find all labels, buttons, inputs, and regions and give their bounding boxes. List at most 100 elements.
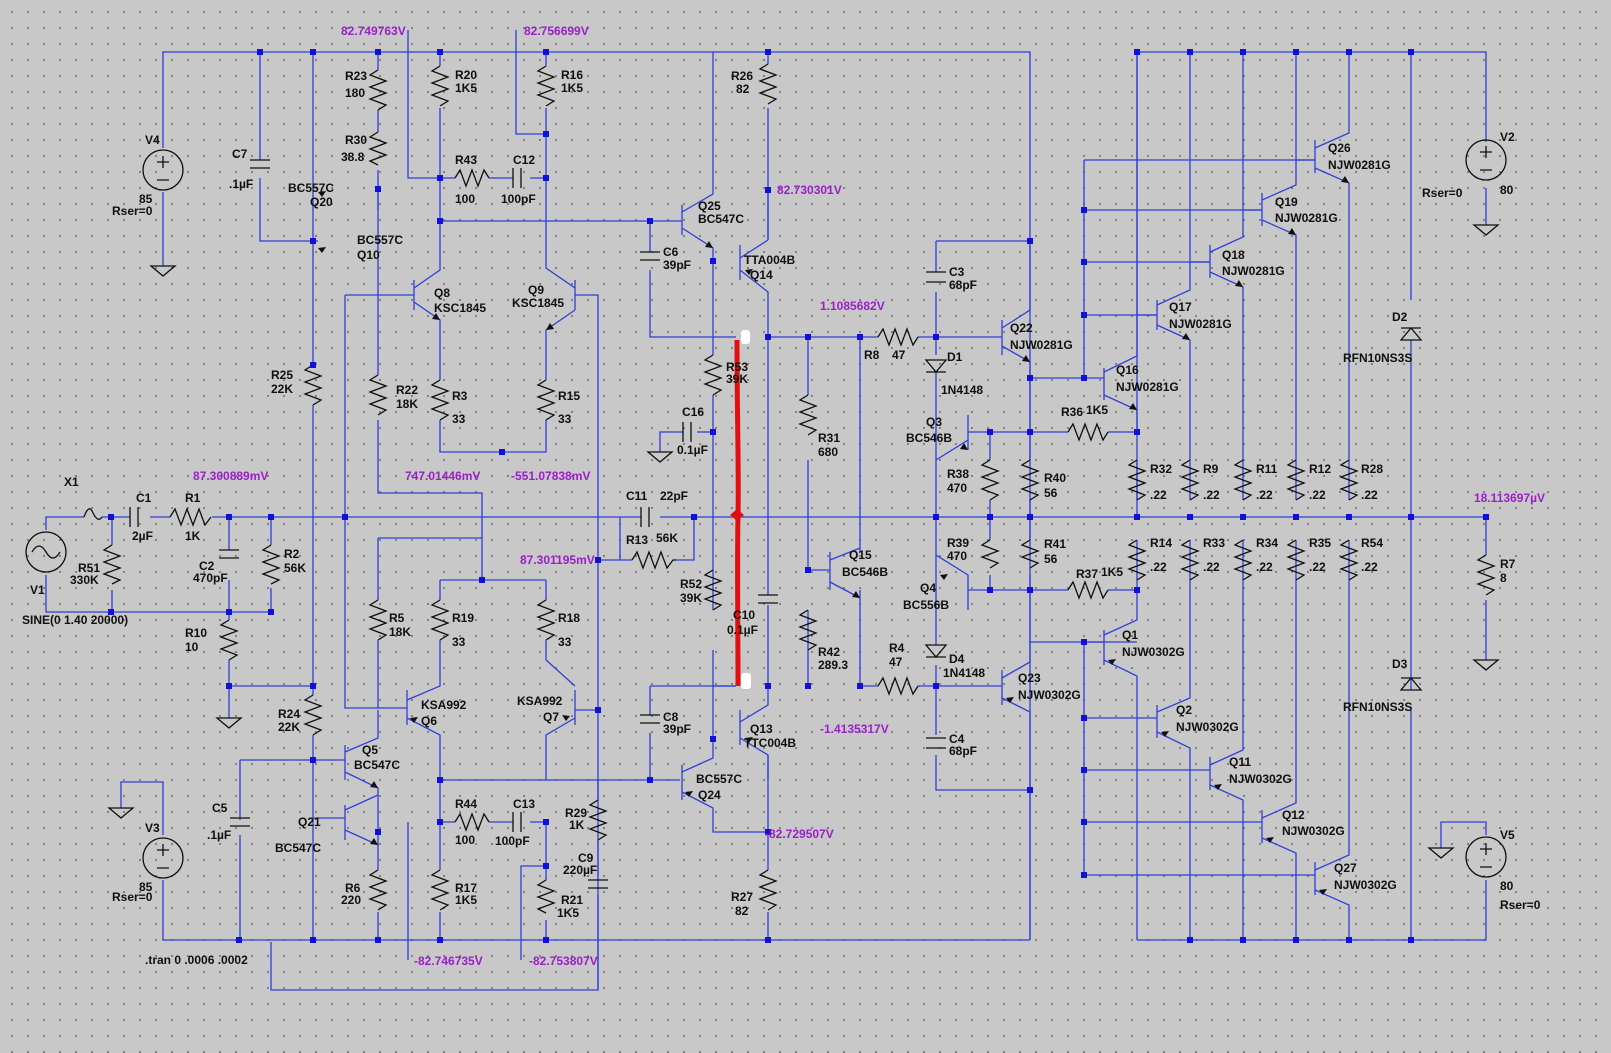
label-c10: C10 [733, 608, 756, 622]
label-bc557c_q24: BC557C [696, 772, 743, 786]
label-c2v: 470pF [193, 571, 228, 585]
voltage-probe-v7: -551.07838mV [511, 469, 591, 483]
voltage-probe-v13: -82.753807V [529, 954, 598, 968]
label-c11v: 22pF [660, 489, 689, 503]
label-q16: Q16 [1116, 363, 1139, 377]
label-c9v: 220µF [563, 863, 598, 877]
label-r2: R2 [284, 547, 300, 561]
label-tta004b: TTA004B [744, 253, 796, 267]
label-r28: R28 [1361, 462, 1384, 476]
signal-wiring [45, 337, 1487, 718]
label-q25t: BC547C [698, 212, 745, 226]
label-r4v: 47 [889, 655, 903, 669]
label-bc557c_q20: BC557C [288, 181, 335, 195]
label-r3: R3 [452, 389, 468, 403]
voltage-probe-v9: 18.113697µV [1474, 491, 1545, 505]
label-r33v: .22 [1203, 560, 1220, 574]
label-c12v: 100pF [501, 192, 536, 206]
label-q3t: BC546B [906, 431, 953, 445]
label-r51v: 330K [70, 573, 99, 587]
label-r37: R37 [1076, 567, 1099, 581]
label-q13t: TTC004B [744, 736, 797, 750]
label-r7: R7 [1500, 557, 1516, 571]
label-ksa992b: KSA992 [517, 694, 563, 708]
label-r13: R13 [626, 533, 649, 547]
label-q2t: NJW0302G [1176, 720, 1239, 734]
label-r8: R8 [864, 348, 880, 362]
label-v2v: 80 [1500, 183, 1514, 197]
label-c6v: 39pF [663, 258, 692, 272]
label-r6v: 220 [341, 893, 362, 907]
label-r24: R24 [278, 707, 301, 721]
label-q24: Q24 [698, 788, 721, 802]
voltage-probe-v11: -82.729507V [765, 827, 834, 841]
label-v2: V2 [1500, 130, 1515, 144]
label-q11t: NJW0302G [1229, 772, 1292, 786]
label-r14v: .22 [1150, 560, 1167, 574]
label-c8: C8 [663, 710, 679, 724]
label-q18t: NJW0281G [1222, 264, 1285, 278]
label-r32: R32 [1150, 462, 1173, 476]
transistor-arrows [318, 176, 1349, 895]
label-r5: R5 [389, 611, 405, 625]
label-r53: R53 [726, 360, 749, 374]
label-q12t: NJW0302G [1282, 824, 1345, 838]
label-r38v: 470 [947, 481, 968, 495]
label-q19: Q19 [1275, 195, 1298, 209]
label-r32v: .22 [1150, 488, 1167, 502]
label-d3: D3 [1392, 657, 1408, 671]
voltage-probe-v10: -1.4135317V [820, 722, 889, 736]
label-q8t: KSC1845 [434, 301, 487, 315]
label-r23v: 180 [345, 86, 366, 100]
label-q12: Q12 [1282, 808, 1305, 822]
label-q6: Q6 [421, 714, 438, 728]
label-r10: R10 [185, 626, 208, 640]
label-q20: Q20 [310, 195, 333, 209]
red-annotation-mark [730, 509, 744, 521]
label-r1v: 1K [185, 529, 201, 543]
label-q1t: NJW0302G [1122, 645, 1185, 659]
label-r34v: .22 [1256, 560, 1273, 574]
label-r8v: 47 [892, 348, 906, 362]
label-c6: C6 [663, 245, 679, 259]
label-r21v: 1K5 [557, 906, 580, 920]
label-d4: D4 [949, 652, 965, 666]
label-c13v: 100pF [495, 834, 530, 848]
label-r22v: 18K [396, 397, 419, 411]
label-x1: X1 [64, 475, 79, 489]
label-r12: R12 [1309, 462, 1332, 476]
label-c4v: 68pF [949, 744, 978, 758]
label-r11: R11 [1256, 462, 1278, 476]
label-v3: V3 [145, 821, 160, 835]
label-r39v: 470 [947, 549, 968, 563]
label-r35: R35 [1309, 536, 1332, 550]
label-q11: Q11 [1229, 755, 1252, 769]
label-r30v: 38.8 [341, 150, 365, 164]
voltage-probe-v1: 82.749763V [341, 24, 406, 38]
label-q22: Q22 [1010, 321, 1033, 335]
label-q17: Q17 [1169, 300, 1192, 314]
label-r29: R29 [565, 806, 588, 820]
label-q2: Q2 [1176, 703, 1193, 717]
label-c7: C7 [232, 147, 248, 161]
label-r42: R42 [818, 645, 841, 659]
label-r5v: 18K [389, 625, 412, 639]
label-d4t: 1N4148 [943, 666, 986, 680]
label-v5r: Rser=0 [1500, 898, 1541, 912]
label-r30: R30 [345, 133, 368, 147]
label-q27: Q27 [1334, 861, 1357, 875]
label-r44: R44 [455, 797, 478, 811]
label-r18: R18 [558, 611, 581, 625]
label-q3: Q3 [926, 415, 943, 429]
label-c1v: 2µF [132, 529, 153, 543]
label-r11v: .22 [1256, 488, 1273, 502]
label-c7v: .1µF [229, 177, 254, 191]
label-r6: R6 [345, 881, 361, 895]
label-v4: V4 [145, 133, 160, 147]
label-r36v: 1K5 [1086, 403, 1109, 417]
label-c4: C4 [949, 732, 965, 746]
label-c5v: .1µF [207, 828, 232, 842]
label-q9t: KSC1845 [512, 296, 565, 310]
label-d1t: 1N4148 [941, 383, 984, 397]
label-r14: R14 [1150, 536, 1173, 550]
